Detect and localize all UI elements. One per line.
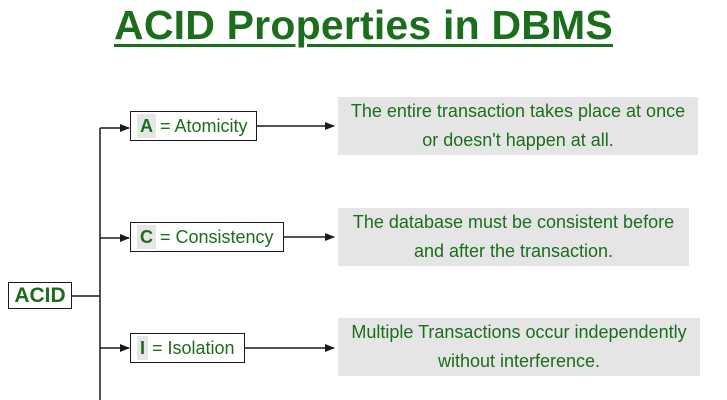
consistency-label: = Consistency xyxy=(160,226,274,247)
consistency-box: C = Consistency xyxy=(130,222,284,252)
isolation-description: Multiple Transactions occur independentl… xyxy=(338,318,700,376)
atomicity-desc-line-1: The entire transaction takes place at on… xyxy=(350,101,686,121)
consistency-letter: C xyxy=(137,225,156,249)
isolation-box: I = Isolation xyxy=(130,333,245,363)
diagram-title: ACID Properties in DBMS xyxy=(114,2,613,48)
consistency-description: The database must be consistent before a… xyxy=(338,208,689,266)
atomicity-box: A = Atomicity xyxy=(130,111,257,141)
consistency-desc-line-1: The database must be consistent before xyxy=(352,212,675,232)
acid-root-box: ACID xyxy=(8,282,72,309)
atomicity-letter: A xyxy=(137,114,156,138)
isolation-desc-line-1: Multiple Transactions occur independentl… xyxy=(351,322,687,342)
atomicity-desc-line-2: or doesn't happen at all. xyxy=(422,130,614,150)
isolation-letter: I xyxy=(137,336,149,360)
isolation-label: = Isolation xyxy=(152,337,235,358)
atomicity-description: The entire transaction takes place at on… xyxy=(338,97,698,155)
consistency-desc-line-2: and after the transaction. xyxy=(413,241,614,261)
atomicity-label: = Atomicity xyxy=(160,115,248,136)
isolation-desc-line-2: without interference. xyxy=(437,351,601,371)
